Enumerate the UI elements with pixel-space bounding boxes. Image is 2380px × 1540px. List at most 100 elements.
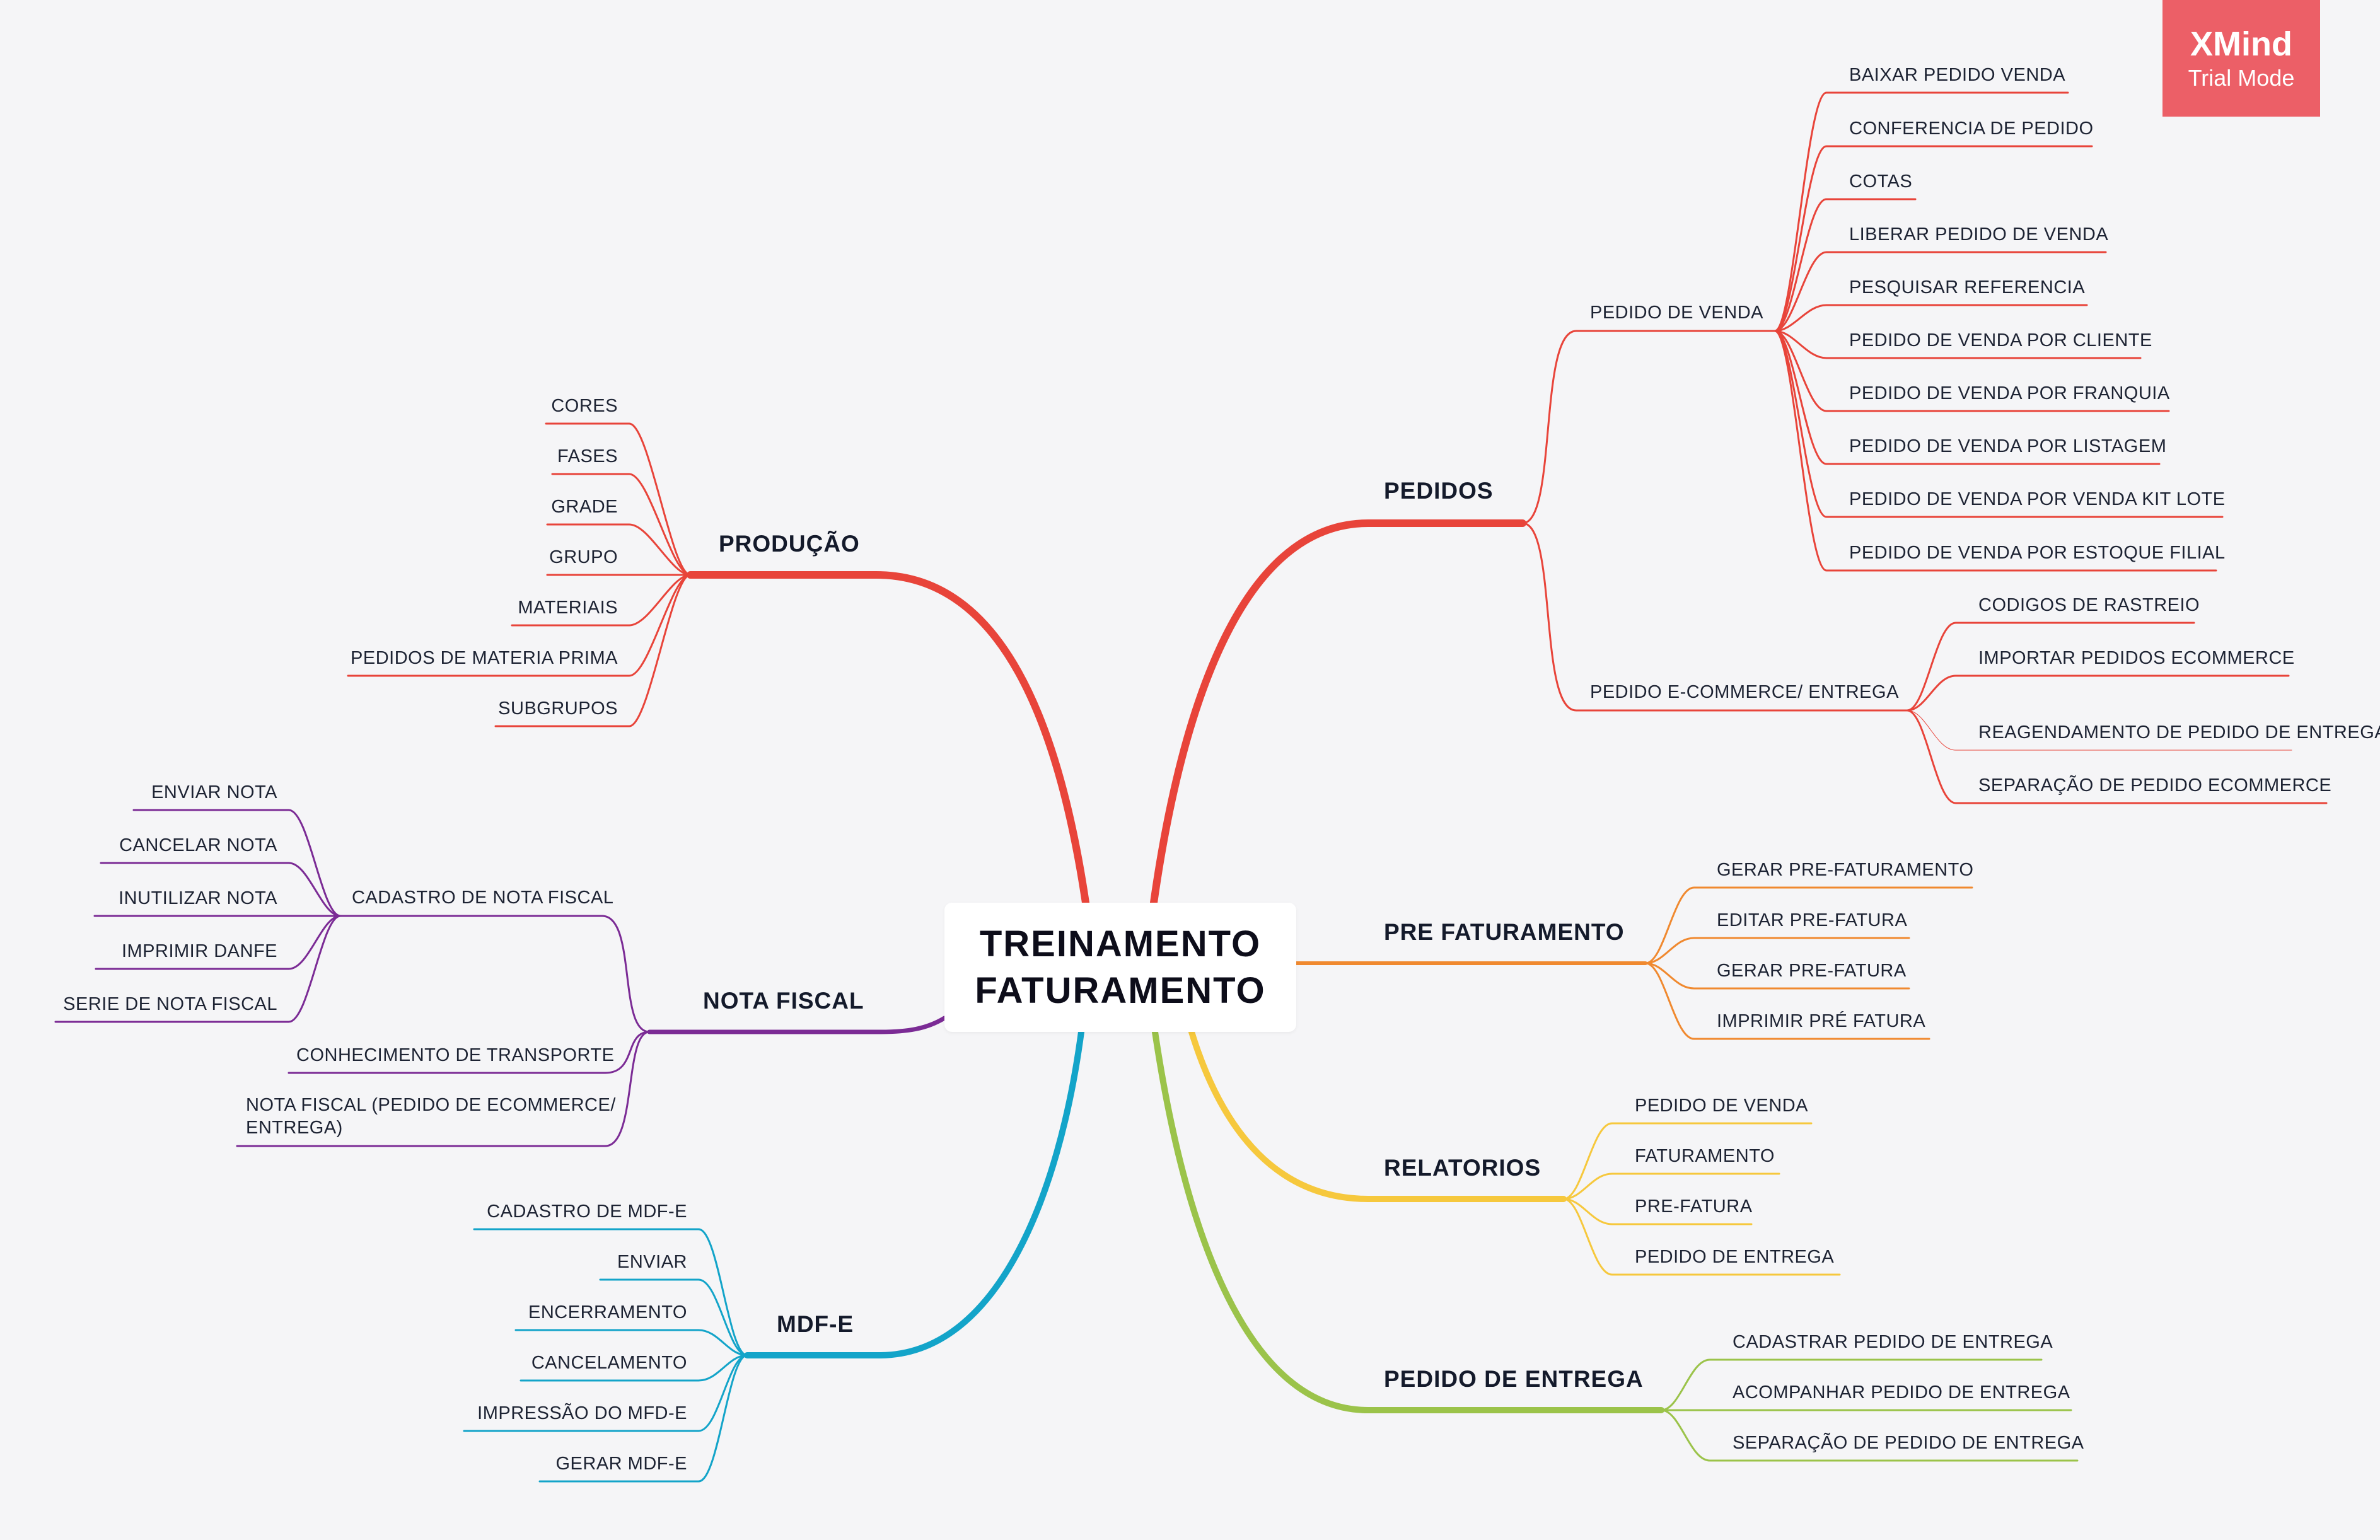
- leaf-pedido-venda-5[interactable]: PESQUISAR REFERENCIA: [1849, 277, 2086, 298]
- leaf-cadastro-nota-4[interactable]: IMPRIMIR DANFE: [121, 941, 277, 961]
- leaf-producao-7[interactable]: SUBGRUPOS: [498, 698, 618, 719]
- leaf-relatorios-3-connector: [1562, 1198, 1753, 1225]
- leaf-pedido-entrega-3[interactable]: SEPARAÇÃO DE PEDIDO DE ENTREGA: [1733, 1433, 2084, 1453]
- leaf-mdfe-5-connector: [463, 1354, 748, 1432]
- leaf-pedido-venda-6[interactable]: PEDIDO DE VENDA POR CLIENTE: [1849, 330, 2152, 350]
- leaf-pedido-venda-6-connector: [1773, 330, 2142, 359]
- leaf-producao-1-connector: [545, 422, 692, 576]
- leaf-pre-faturamento-1-connector: [1644, 886, 1973, 964]
- leaf-cadastro-nota-5[interactable]: SERIE DE NOTA FISCAL: [63, 994, 277, 1014]
- leaf-relatorios-1[interactable]: PEDIDO DE VENDA: [1635, 1096, 1808, 1116]
- leaf-producao-7-connector: [494, 574, 692, 727]
- leaf-cadastro-nota-5-connector: [54, 915, 342, 1023]
- leaf-pedido-venda-2-connector: [1773, 145, 2093, 332]
- leaf-mdfe-2[interactable]: ENVIAR: [617, 1252, 687, 1272]
- leaf-mdfe-1-connector: [473, 1228, 748, 1357]
- trial-mode-badge[interactable]: XMind Trial Mode: [2162, 0, 2320, 117]
- leaf-pedido-venda-9[interactable]: PEDIDO DE VENDA POR VENDA KIT LOTE: [1849, 489, 2226, 509]
- badge-subtitle: Trial Mode: [2188, 64, 2295, 91]
- topic-relatorios[interactable]: RELATORIOS: [1384, 1155, 1541, 1181]
- leaf-pedido-entrega-1[interactable]: CADASTRAR PEDIDO DE ENTREGA: [1733, 1332, 2053, 1352]
- central-topic-line-2: FATURAMENTO: [975, 970, 1266, 1011]
- leaf-mdfe-1[interactable]: CADASTRO DE MDF-E: [487, 1201, 687, 1222]
- leaf-pre-faturamento-3-connector: [1644, 962, 1910, 990]
- leaf-producao-5-connector: [511, 574, 692, 627]
- leaf-producao-6-connector: [347, 574, 692, 677]
- leaf-mdfe-6-connector: [538, 1354, 748, 1483]
- central-topic[interactable]: TREINAMENTO FATURAMENTO: [944, 903, 1296, 1032]
- leaf-pedido-venda-3[interactable]: COTAS: [1849, 171, 1913, 192]
- leaf-pedido-venda-10-connector: [1773, 330, 2217, 572]
- leaf-pedido-venda-8-connector: [1773, 330, 2161, 465]
- leaf-producao-1[interactable]: CORES: [551, 396, 618, 416]
- leaf-pedido-venda-1-connector: [1773, 91, 2069, 332]
- central-topic-line-1: TREINAMENTO: [979, 923, 1262, 964]
- leaf-pedido-venda-7-connector: [1773, 330, 2170, 412]
- subtopic-nota-fiscal-ecommerce[interactable]: NOTA FISCAL (PEDIDO DE ECOMMERCE/ ENTREG…: [246, 1095, 616, 1138]
- leaf-pedido-venda-3-connector: [1773, 198, 1917, 332]
- leaf-pedido-venda-8[interactable]: PEDIDO DE VENDA POR LISTAGEM: [1849, 436, 2167, 456]
- leaf-pedido-venda-2[interactable]: CONFERENCIA DE PEDIDO: [1849, 119, 2094, 139]
- leaf-mdfe-4[interactable]: CANCELAMENTO: [531, 1353, 687, 1373]
- leaf-producao-4[interactable]: GRUPO: [549, 547, 618, 567]
- topic-mdf-e[interactable]: MDF-E: [777, 1311, 854, 1337]
- topic-pre-faturamento[interactable]: PRE FATURAMENTO: [1384, 919, 1625, 945]
- leaf-pedido-ecommerce-2-connector: [1906, 674, 2290, 712]
- subtopic-conhecimento-de-transporte[interactable]: CONHECIMENTO DE TRANSPORTE: [296, 1045, 615, 1065]
- leaf-pre-faturamento-1[interactable]: GERAR PRE-FATURAMENTO: [1717, 860, 1974, 880]
- topic-pedido-de-entrega[interactable]: PEDIDO DE ENTREGA: [1384, 1366, 1644, 1392]
- leaf-producao-3[interactable]: GRADE: [551, 497, 618, 517]
- leaf-mdfe-5[interactable]: IMPRESSÃO DO MFD-E: [477, 1403, 687, 1423]
- leaf-pedido-ecommerce-3[interactable]: REAGENDAMENTO DE PEDIDO DE ENTREGA: [1978, 722, 2380, 743]
- leaf-relatorios-2[interactable]: FATURAMENTO: [1635, 1146, 1775, 1166]
- topic-nota-fiscal[interactable]: NOTA FISCAL: [703, 988, 864, 1014]
- leaf-pedido-ecommerce-1[interactable]: CODIGOS DE RASTREIO: [1978, 595, 2200, 615]
- leaf-pedido-venda-10[interactable]: PEDIDO DE VENDA POR ESTOQUE FILIAL: [1849, 543, 2226, 563]
- leaf-pedido-venda-5-connector: [1773, 304, 2088, 332]
- leaf-pedido-ecommerce-3-connector: [1907, 710, 2292, 751]
- leaf-cadastro-nota-1[interactable]: ENVIAR NOTA: [151, 782, 277, 802]
- leaf-cadastro-nota-2[interactable]: CANCELAR NOTA: [119, 835, 277, 855]
- leaf-producao-2[interactable]: FASES: [557, 446, 618, 466]
- relatorios-main-connector: [1188, 1029, 1567, 1202]
- leaf-producao-6[interactable]: PEDIDOS DE MATERIA PRIMA: [351, 648, 618, 668]
- conhecimento-transporte-connector: [287, 1031, 651, 1074]
- leaf-mdfe-3-connector: [514, 1329, 748, 1357]
- leaf-cadastro-nota-2-connector: [100, 862, 342, 917]
- nota-fiscal-ecommerce-connector: [236, 1031, 651, 1147]
- leaf-pedido-venda-1[interactable]: BAIXAR PEDIDO VENDA: [1849, 65, 2066, 85]
- leaf-pedido-entrega-2[interactable]: ACOMPANHAR PEDIDO DE ENTREGA: [1733, 1382, 2070, 1403]
- leaf-pedido-ecommerce-2[interactable]: IMPORTAR PEDIDOS ECOMMERCE: [1978, 648, 2295, 668]
- leaf-pedido-ecommerce-4[interactable]: SEPARAÇÃO DE PEDIDO ECOMMERCE: [1978, 775, 2332, 796]
- topic-pedidos[interactable]: PEDIDOS: [1384, 478, 1494, 504]
- leaf-pedido-venda-4-connector: [1773, 251, 2107, 332]
- leaf-producao-3-connector: [546, 523, 692, 576]
- leaf-pedido-venda-7[interactable]: PEDIDO DE VENDA POR FRANQUIA: [1849, 383, 2170, 403]
- topic-producao[interactable]: PRODUÇÃO: [719, 531, 860, 557]
- leaf-pedido-entrega-1-connector: [1660, 1358, 2043, 1411]
- leaf-pre-faturamento-2[interactable]: EDITAR PRE-FATURA: [1717, 910, 1908, 930]
- subtopic-pedido-ecommerce-entrega[interactable]: PEDIDO E-COMMERCE/ ENTREGA: [1590, 682, 1899, 702]
- leaf-relatorios-3[interactable]: PRE-FATURA: [1635, 1196, 1753, 1217]
- leaf-mdfe-6[interactable]: GERAR MDF-E: [555, 1454, 687, 1474]
- leaf-pedido-ecommerce-4-connector: [1906, 709, 2328, 804]
- leaf-pre-faturamento-4[interactable]: IMPRIMIR PRÉ FATURA: [1717, 1011, 1926, 1031]
- leaf-pre-faturamento-3[interactable]: GERAR PRE-FATURA: [1717, 961, 1907, 981]
- badge-title: XMind: [2190, 25, 2292, 63]
- leaf-producao-5[interactable]: MATERIAIS: [518, 598, 618, 618]
- pedido-entrega-main-connector: [1152, 1029, 1664, 1413]
- mdfe-main-connector: [744, 1029, 1084, 1358]
- leaf-pedido-venda-4[interactable]: LIBERAR PEDIDO DE VENDA: [1849, 224, 2109, 245]
- leaf-relatorios-4[interactable]: PEDIDO DE ENTREGA: [1635, 1247, 1835, 1267]
- cadastro-nota-connector: [339, 915, 651, 1033]
- subtopic-pedido-de-venda[interactable]: PEDIDO DE VENDA: [1590, 303, 1763, 323]
- leaf-relatorios-1-connector: [1562, 1122, 1813, 1200]
- leaf-cadastro-nota-3[interactable]: INUTILIZAR NOTA: [119, 888, 277, 908]
- subtopic-cadastro-nota-fiscal[interactable]: CADASTRO DE NOTA FISCAL: [352, 888, 614, 908]
- leaf-pre-faturamento-2-connector: [1644, 937, 1910, 964]
- pedidos-main-connector: [1150, 519, 1526, 906]
- leaf-producao-2-connector: [551, 473, 692, 576]
- leaf-mdfe-3[interactable]: ENCERRAMENTO: [528, 1302, 687, 1323]
